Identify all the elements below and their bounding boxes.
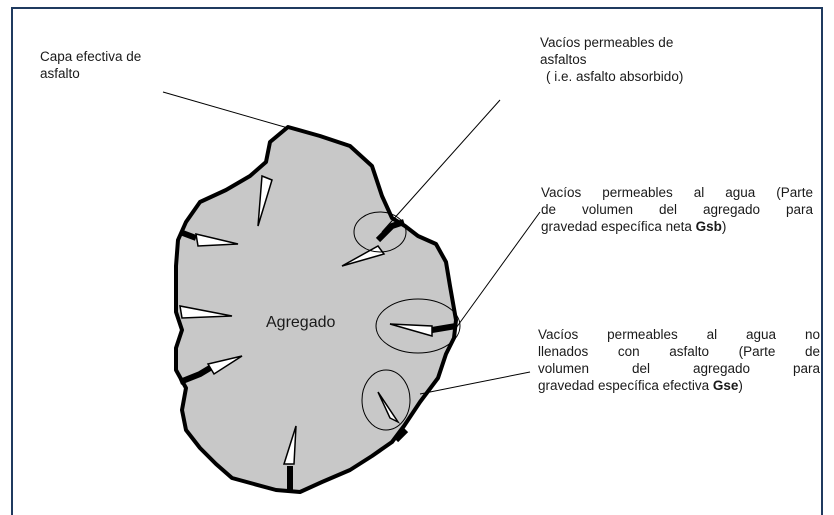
label-asfaltos-line: asfaltos [540, 51, 760, 68]
leader-line-asfaltos [382, 100, 500, 232]
label-gsb: Vacíos permeables al agua (Parte de volu… [541, 184, 813, 235]
aggregate-label: Agregado [266, 314, 335, 331]
leader-line-gsb [456, 212, 540, 328]
label-gsb-line: Vacíos permeables al agua (Parte [541, 184, 813, 201]
label-gse-line: volumen del agregado para [538, 360, 820, 377]
label-capa-line: Capa efectiva de [40, 48, 200, 65]
label-gse: Vacíos permeables al agua no llenados co… [538, 326, 820, 394]
label-asfaltos-line: Vacíos permeables de [540, 34, 760, 51]
aggregate-particle [176, 127, 456, 492]
label-gse-line: llenados con asfalto (Parte de [538, 343, 820, 360]
label-gsb-line: de volumen del agregado para [541, 201, 813, 218]
gse-term: Gse [713, 378, 739, 393]
label-gse-line: gravedad específica efectiva Gse) [538, 377, 820, 394]
leader-line-capa [163, 92, 288, 128]
gsb-term: Gsb [696, 219, 722, 234]
label-gse-line: Vacíos permeables al agua no [538, 326, 820, 343]
label-vacios-asfaltos: Vacíos permeables de asfaltos ( i.e. asf… [540, 34, 760, 85]
label-capa-line: asfalto [40, 65, 200, 82]
label-gsb-line: gravedad específica neta Gsb) [541, 218, 813, 235]
label-capa-efectiva: Capa efectiva de asfalto [40, 48, 200, 82]
asphalt-film-segment [432, 326, 456, 330]
label-asfaltos-line: ( i.e. asfalto absorbido) [540, 68, 760, 85]
